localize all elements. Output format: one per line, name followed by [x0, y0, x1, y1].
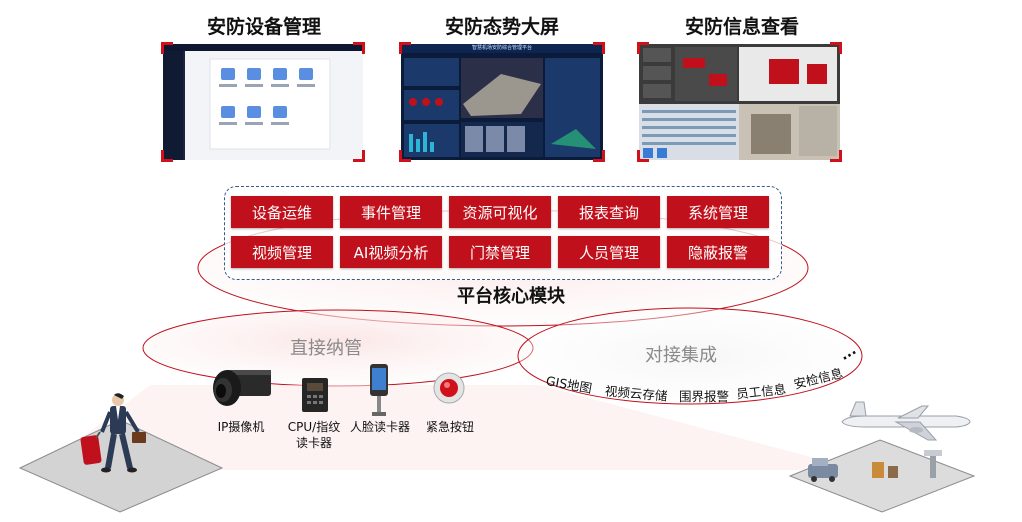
- info-view-preview: [639, 44, 840, 160]
- screenshot-device-management: [161, 42, 365, 162]
- device-label-ip-camera: IP摄像机: [217, 420, 265, 434]
- device-label-face-reader: 人脸读卡器: [349, 420, 410, 434]
- module-covert-alarm: 隐蔽报警: [667, 236, 769, 268]
- module-event-management: 事件管理: [340, 196, 442, 228]
- fingerprint-reader-icon: [302, 378, 328, 412]
- face-reader-icon: [370, 364, 388, 416]
- light-cone: [40, 385, 860, 470]
- device-label-fingerprint-reader: CPU/指纹 读卡器: [287, 420, 341, 450]
- screen-title-info: 安防信息查看: [684, 16, 799, 38]
- module-system-management: 系统管理: [667, 196, 769, 228]
- airport-equipment-icon: [808, 450, 942, 482]
- left-platform: [18, 419, 224, 513]
- emergency-button-icon: [433, 372, 465, 404]
- module-video-management: 视频管理: [231, 236, 333, 268]
- module-ai-video-analysis: AI视频分析: [340, 236, 442, 268]
- integration-label: 对接集成: [645, 345, 717, 366]
- direct-management-label: 直接纳管: [290, 338, 362, 359]
- module-access-control: 门禁管理: [449, 236, 551, 268]
- module-device-ops: 设备运维: [231, 196, 333, 228]
- device-label-emergency-button: 紧急按钮: [425, 420, 474, 434]
- module-personnel-management: 人员管理: [558, 236, 660, 268]
- screenshot-dashboard: 智慧机场安防综合管理平台: [399, 42, 605, 162]
- ip-camera-icon: [213, 370, 271, 406]
- core-modules-label: 平台核心模块: [457, 286, 565, 307]
- module-report-query: 报表查询: [558, 196, 660, 228]
- integration-ellipse: [517, 307, 863, 405]
- dashboard-preview: [401, 44, 603, 160]
- dashboard-banner: 智慧机场安防综合管理平台: [471, 45, 532, 51]
- screenshot-info-view: [637, 42, 842, 162]
- traveler-icon: [80, 393, 146, 473]
- airplane-icon: [841, 401, 971, 441]
- module-resource-visualization: 资源可视化: [449, 196, 551, 228]
- screen-title-dashboard: 安防态势大屏: [444, 16, 559, 38]
- device-management-preview: [163, 44, 363, 160]
- integration-perimeter-alarm: 围界报警: [679, 389, 730, 404]
- screen-title-device: 安防设备管理: [206, 16, 321, 38]
